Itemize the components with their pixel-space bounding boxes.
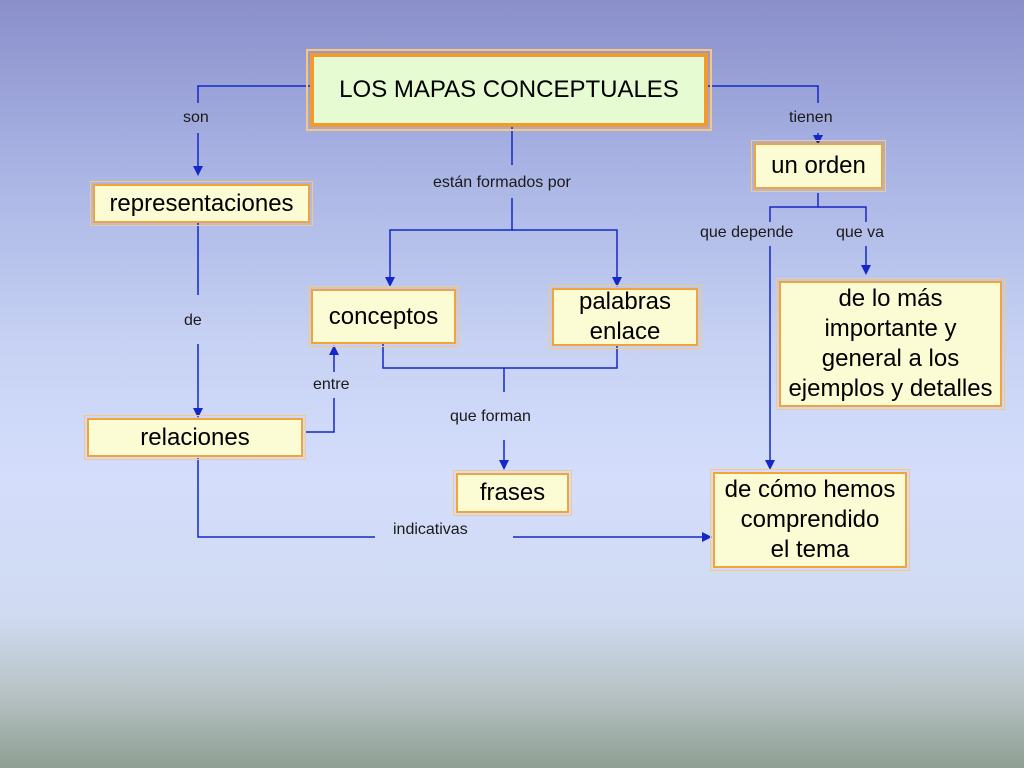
node-palabras-enlace-text: palabras enlace <box>578 288 672 345</box>
link-son: son <box>183 109 209 126</box>
node-de-lo-mas-text: de lo más importante y general a los eje… <box>788 285 993 402</box>
node-frases: frases <box>453 470 572 516</box>
node-conceptos: conceptos <box>308 286 459 347</box>
node-frases-text: frases <box>479 479 546 506</box>
node-un-orden-text: un orden <box>771 152 866 179</box>
link-estan-formados-por: están formados por <box>433 174 571 191</box>
node-un-orden: un orden <box>751 140 886 192</box>
node-representaciones-text: representaciones <box>109 189 294 217</box>
link-de: de <box>184 312 202 329</box>
node-relaciones-text: relaciones <box>140 423 250 451</box>
line-tienen-top <box>708 85 819 103</box>
link-que-depende: que depende <box>700 224 794 241</box>
line-son-top <box>197 85 312 103</box>
line-formados-right <box>512 229 622 287</box>
line-entre <box>305 398 335 433</box>
node-title: LOS MAPAS CONCEPTUALES <box>306 49 712 131</box>
line-indicativas-left <box>197 458 375 538</box>
link-entre: entre <box>313 376 350 393</box>
node-de-lo-mas: de lo más importante y general a los eje… <box>776 278 1005 410</box>
line-orden-split <box>769 193 819 222</box>
node-relaciones: relaciones <box>84 415 306 460</box>
node-de-como: de cómo hemos comprendido el tema <box>710 469 910 571</box>
link-indicativas: indicativas <box>393 521 468 538</box>
line-forman-join <box>382 344 618 369</box>
line-orden-va <box>818 206 867 222</box>
link-que-va: que va <box>836 224 885 241</box>
node-conceptos-text: conceptos <box>328 302 439 330</box>
node-title-text: LOS MAPAS CONCEPTUALES <box>339 76 679 103</box>
node-de-como-text: de cómo hemos comprendido el tema <box>724 476 896 563</box>
link-que-forman: que forman <box>450 408 531 425</box>
link-tienen: tienen <box>789 109 833 126</box>
node-representaciones: representaciones <box>90 181 313 226</box>
line-formados-bottom <box>385 198 513 287</box>
node-palabras-enlace: palabras enlace <box>549 285 701 349</box>
